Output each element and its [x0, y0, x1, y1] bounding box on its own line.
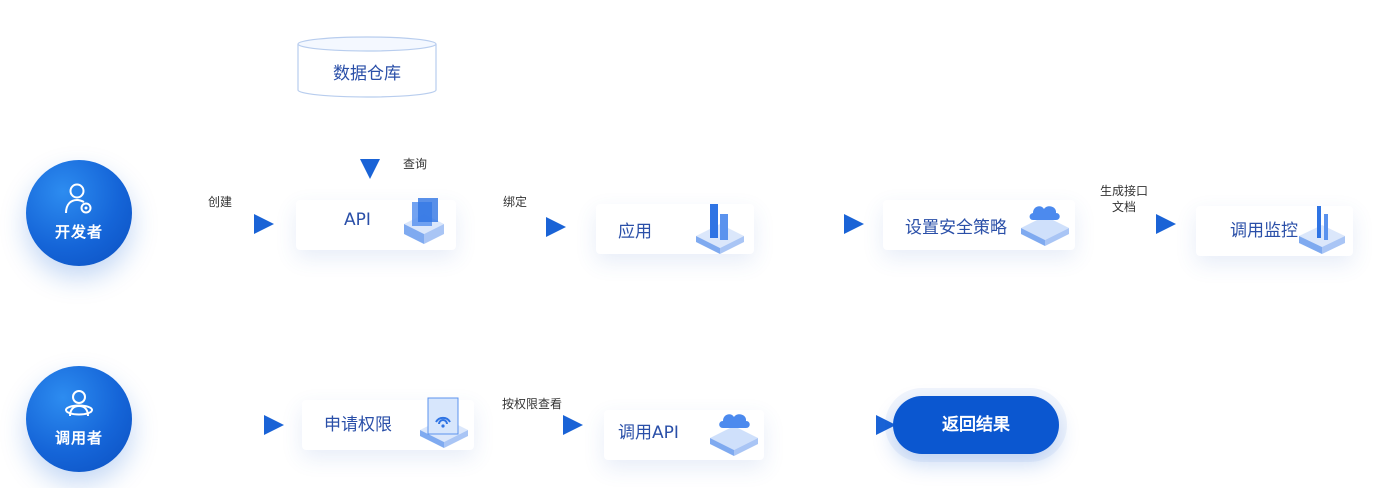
- database-icon: [297, 36, 437, 98]
- developer-actor: 开发者: [26, 160, 132, 266]
- apply-label: 申请权限: [324, 415, 392, 435]
- app-label: 应用: [618, 222, 652, 242]
- app-icon: [696, 204, 744, 254]
- call-api-card: 调用API: [604, 410, 764, 460]
- caller-icon: [65, 390, 93, 417]
- edge-label-view-by-perm: 按权限查看: [502, 397, 563, 411]
- monitor-icon: [1299, 206, 1345, 254]
- result-pill: 返回结果: [893, 396, 1059, 454]
- edge-label-bind: 绑定: [503, 195, 528, 209]
- security-card: 设置安全策略: [883, 200, 1075, 250]
- edge-label-gen-doc-line2: 文档: [1111, 200, 1136, 214]
- monitor-label: 调用监控: [1230, 221, 1298, 241]
- cloud-icon: [1021, 206, 1069, 246]
- caller-label: 调用者: [54, 429, 103, 447]
- developer-icon: [65, 183, 92, 214]
- developer-label: 开发者: [54, 223, 103, 241]
- edge-label-query: 查询: [403, 157, 428, 171]
- api-card: API: [296, 198, 456, 250]
- data-warehouse-label: 数据仓库: [333, 64, 401, 84]
- app-card: 应用: [596, 204, 754, 254]
- monitor-card: 调用监控: [1196, 206, 1353, 256]
- data-warehouse-node: 数据仓库: [297, 36, 437, 98]
- edge-label-gen-doc: 生成接口 文档: [1094, 183, 1154, 215]
- api-label: API: [344, 210, 371, 230]
- apply-card: 申请权限: [302, 397, 474, 450]
- caller-actor: 调用者: [26, 366, 132, 472]
- api-icon: [404, 198, 444, 244]
- edge-label-gen-doc-line1: 生成接口: [1099, 184, 1148, 198]
- security-label: 设置安全策略: [905, 218, 1007, 238]
- permission-icon: [420, 397, 468, 448]
- edge-label-create: 创建: [208, 195, 233, 209]
- call-api-label: 调用API: [618, 423, 679, 443]
- cloud-server-icon: [710, 414, 758, 456]
